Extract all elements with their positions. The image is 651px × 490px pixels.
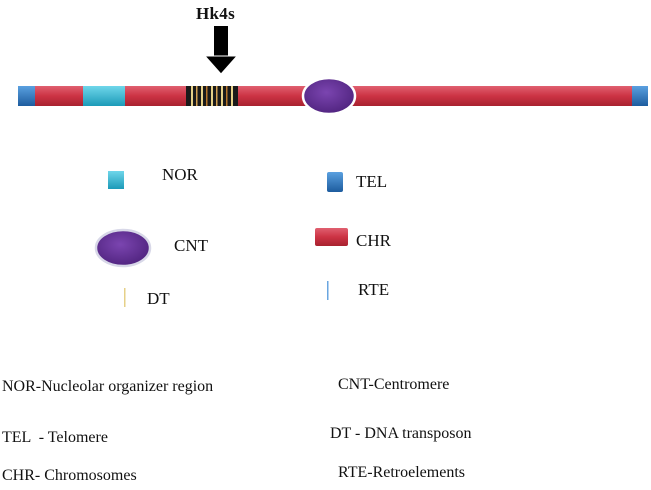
dna-transposon-cluster — [186, 86, 238, 106]
telomere-left — [18, 86, 35, 106]
legend-tel-swatch — [327, 172, 343, 192]
key-cnt-definition: CNT-Centromere — [338, 376, 450, 393]
legend-chr-swatch — [315, 228, 348, 246]
legend-nor-label: NOR — [162, 165, 198, 184]
nor-region — [83, 86, 125, 106]
hk4s-marker-label: Hk4s — [196, 4, 235, 23]
legend-tel-label: TEL — [356, 172, 388, 191]
key-chr-definition: CHR- Chromosomes — [2, 467, 137, 484]
legend-nor-swatch — [108, 171, 124, 189]
key-dt-definition: DT - DNA transposon — [330, 425, 472, 442]
legend-chr-label: CHR — [356, 231, 391, 250]
key-tel-definition: TEL - Telomere — [2, 429, 108, 446]
legend-rte-label: RTE — [358, 280, 390, 299]
key-nor-definition: NOR-Nucleolar organizer region — [2, 378, 214, 395]
legend-dt-label: DT — [147, 289, 170, 308]
legend-rte-swatch — [327, 281, 329, 300]
legend-cnt-swatch — [94, 228, 152, 268]
down-arrow-icon — [203, 26, 239, 75]
legend-dt-swatch — [124, 288, 126, 307]
telomere-right — [632, 86, 648, 106]
chromosome-diagram — [18, 26, 648, 307]
key-rte-definition: RTE-Retroelements — [338, 464, 465, 481]
centromere — [301, 76, 357, 116]
legend-cnt-label: CNT — [174, 236, 208, 255]
